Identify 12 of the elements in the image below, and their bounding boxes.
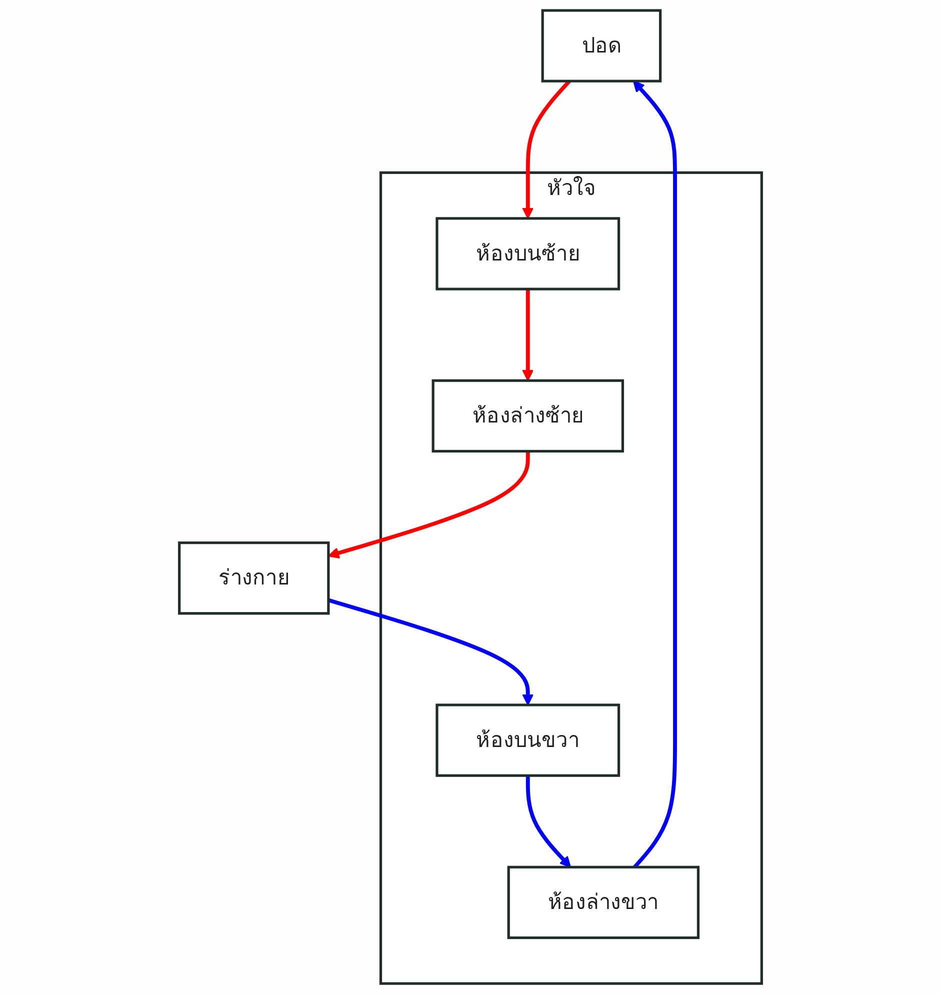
arrow bbox=[328, 598, 534, 706]
node-box: ห้องล่างขวา bbox=[507, 866, 700, 940]
arrow bbox=[328, 451, 530, 559]
node-box: ปอด bbox=[541, 9, 662, 82]
node-box: ห้องบนซ้าย bbox=[436, 217, 620, 290]
arrow bbox=[522, 80, 571, 219]
node-box: ห้องล่างซ้าย bbox=[432, 379, 624, 453]
node-box: ร่างกาย bbox=[178, 541, 330, 615]
arrow bbox=[522, 289, 534, 382]
arrow bbox=[526, 776, 572, 868]
node-box: ห้องบนขวา bbox=[436, 704, 620, 777]
arrow bbox=[632, 80, 677, 868]
